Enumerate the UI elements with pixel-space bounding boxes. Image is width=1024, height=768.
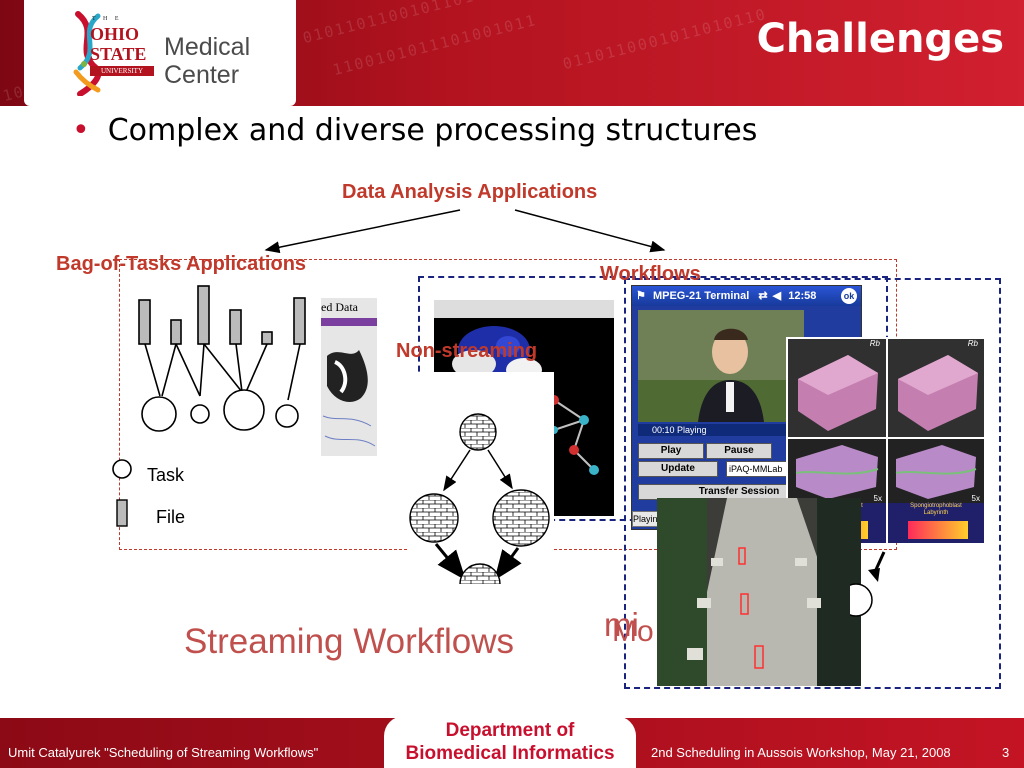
playback-status: 00:10 Playing <box>638 424 804 436</box>
file-icon <box>293 297 306 345</box>
task-node-icon <box>492 489 550 547</box>
task-node-icon <box>459 413 497 451</box>
logo-university: UNIVERSITY <box>90 66 154 76</box>
slide-title: Challenges <box>756 16 1004 62</box>
file-icon <box>170 319 182 345</box>
bullet-icon: • <box>72 113 90 148</box>
update-button[interactable]: Update <box>638 461 718 477</box>
map-image <box>322 350 376 447</box>
task-icon <box>190 404 210 424</box>
terminal-title: MPEG-21 Terminal <box>652 290 750 302</box>
tissue-caption-2b: Labyrinth <box>923 510 949 516</box>
workflow-dag-diagram <box>408 372 554 584</box>
task-node-icon <box>409 493 459 543</box>
partial-node-icon <box>850 551 886 617</box>
data-caption: ed Data <box>321 300 358 314</box>
volume-icon: ◀ <box>772 290 782 302</box>
tissue-caption-2a: Spongiotrophoblast <box>910 503 962 509</box>
footer-event: 2nd Scheduling in Aussois Workshop, May … <box>651 745 951 760</box>
file-icon <box>138 299 151 345</box>
page-number: 3 <box>1002 745 1010 760</box>
play-button[interactable]: Play <box>638 443 704 459</box>
label-bag-of-tasks: Bag-of-Tasks Applications <box>56 253 307 275</box>
bullet-text: Complex and diverse processing structure… <box>107 113 758 148</box>
tissue-col1-label: Rb <box>869 339 880 348</box>
windows-flag-icon: ⚑ <box>636 290 646 302</box>
streaming-region <box>624 278 1001 689</box>
overlap-text-mo: Mo <box>612 615 654 648</box>
pause-button[interactable]: Pause <box>706 443 772 459</box>
logo-ohio: OHIO <box>90 24 140 44</box>
arrow-left <box>264 209 461 254</box>
ok-button[interactable]: ok <box>841 288 857 304</box>
signal-icon: ⇄ <box>758 290 768 302</box>
file-icon <box>197 285 210 345</box>
endpoint-field[interactable]: iPAQ-MMLab <box>726 461 792 477</box>
terminal-titlebar: ⚑ MPEG-21 Terminal ⇄ ◀ 12:58 ok <box>632 286 861 306</box>
legend-task: Task <box>147 465 185 485</box>
task-legend-icon <box>112 459 132 479</box>
video-frame <box>638 310 804 422</box>
file-legend-icon <box>116 499 128 527</box>
legend-icons <box>112 459 132 527</box>
logo: T H E OHIO STATE UNIVERSITY Medical Cent… <box>24 0 296 106</box>
label-workflows: Workflows <box>600 263 701 285</box>
overlap-text-mi: mi <box>604 606 639 643</box>
label-streaming-workflows: Streaming Workflows <box>184 622 515 661</box>
file-icon <box>261 331 273 345</box>
task-icon <box>275 404 299 428</box>
bag-of-tasks-diagram <box>138 285 306 432</box>
file-icon <box>229 309 242 345</box>
task-icon <box>223 389 265 431</box>
logo-state: STATE <box>90 44 147 64</box>
surveillance-image <box>657 498 861 686</box>
logo-the: T H E <box>92 16 122 22</box>
tissue-col2-label: Rb <box>967 339 978 348</box>
label-non-streaming: Non-streaming <box>396 340 538 362</box>
department-line-2: Biomedical Informatics <box>405 743 615 764</box>
playback-status-text: 00:10 Playing <box>652 425 707 435</box>
footer-presenter: Umit Catalyurek "Scheduling of Streaming… <box>8 745 319 760</box>
department-line-1: Department of <box>445 720 575 741</box>
terminal-time: 12:58 <box>788 290 817 302</box>
task-icon <box>141 396 177 432</box>
logo-center: Center <box>164 61 240 89</box>
zoom-label: 5x <box>971 494 980 503</box>
label-data-analysis: Data Analysis Applications <box>342 181 598 203</box>
data-panel: ed Data <box>321 298 377 456</box>
bullet-point: • Complex and diverse processing structur… <box>72 113 757 148</box>
legend-file: File <box>156 507 186 527</box>
arrow-right <box>514 209 666 253</box>
zoom-label: 5x <box>873 494 882 503</box>
logo-medical: Medical <box>164 33 251 61</box>
department-badge <box>384 716 636 768</box>
